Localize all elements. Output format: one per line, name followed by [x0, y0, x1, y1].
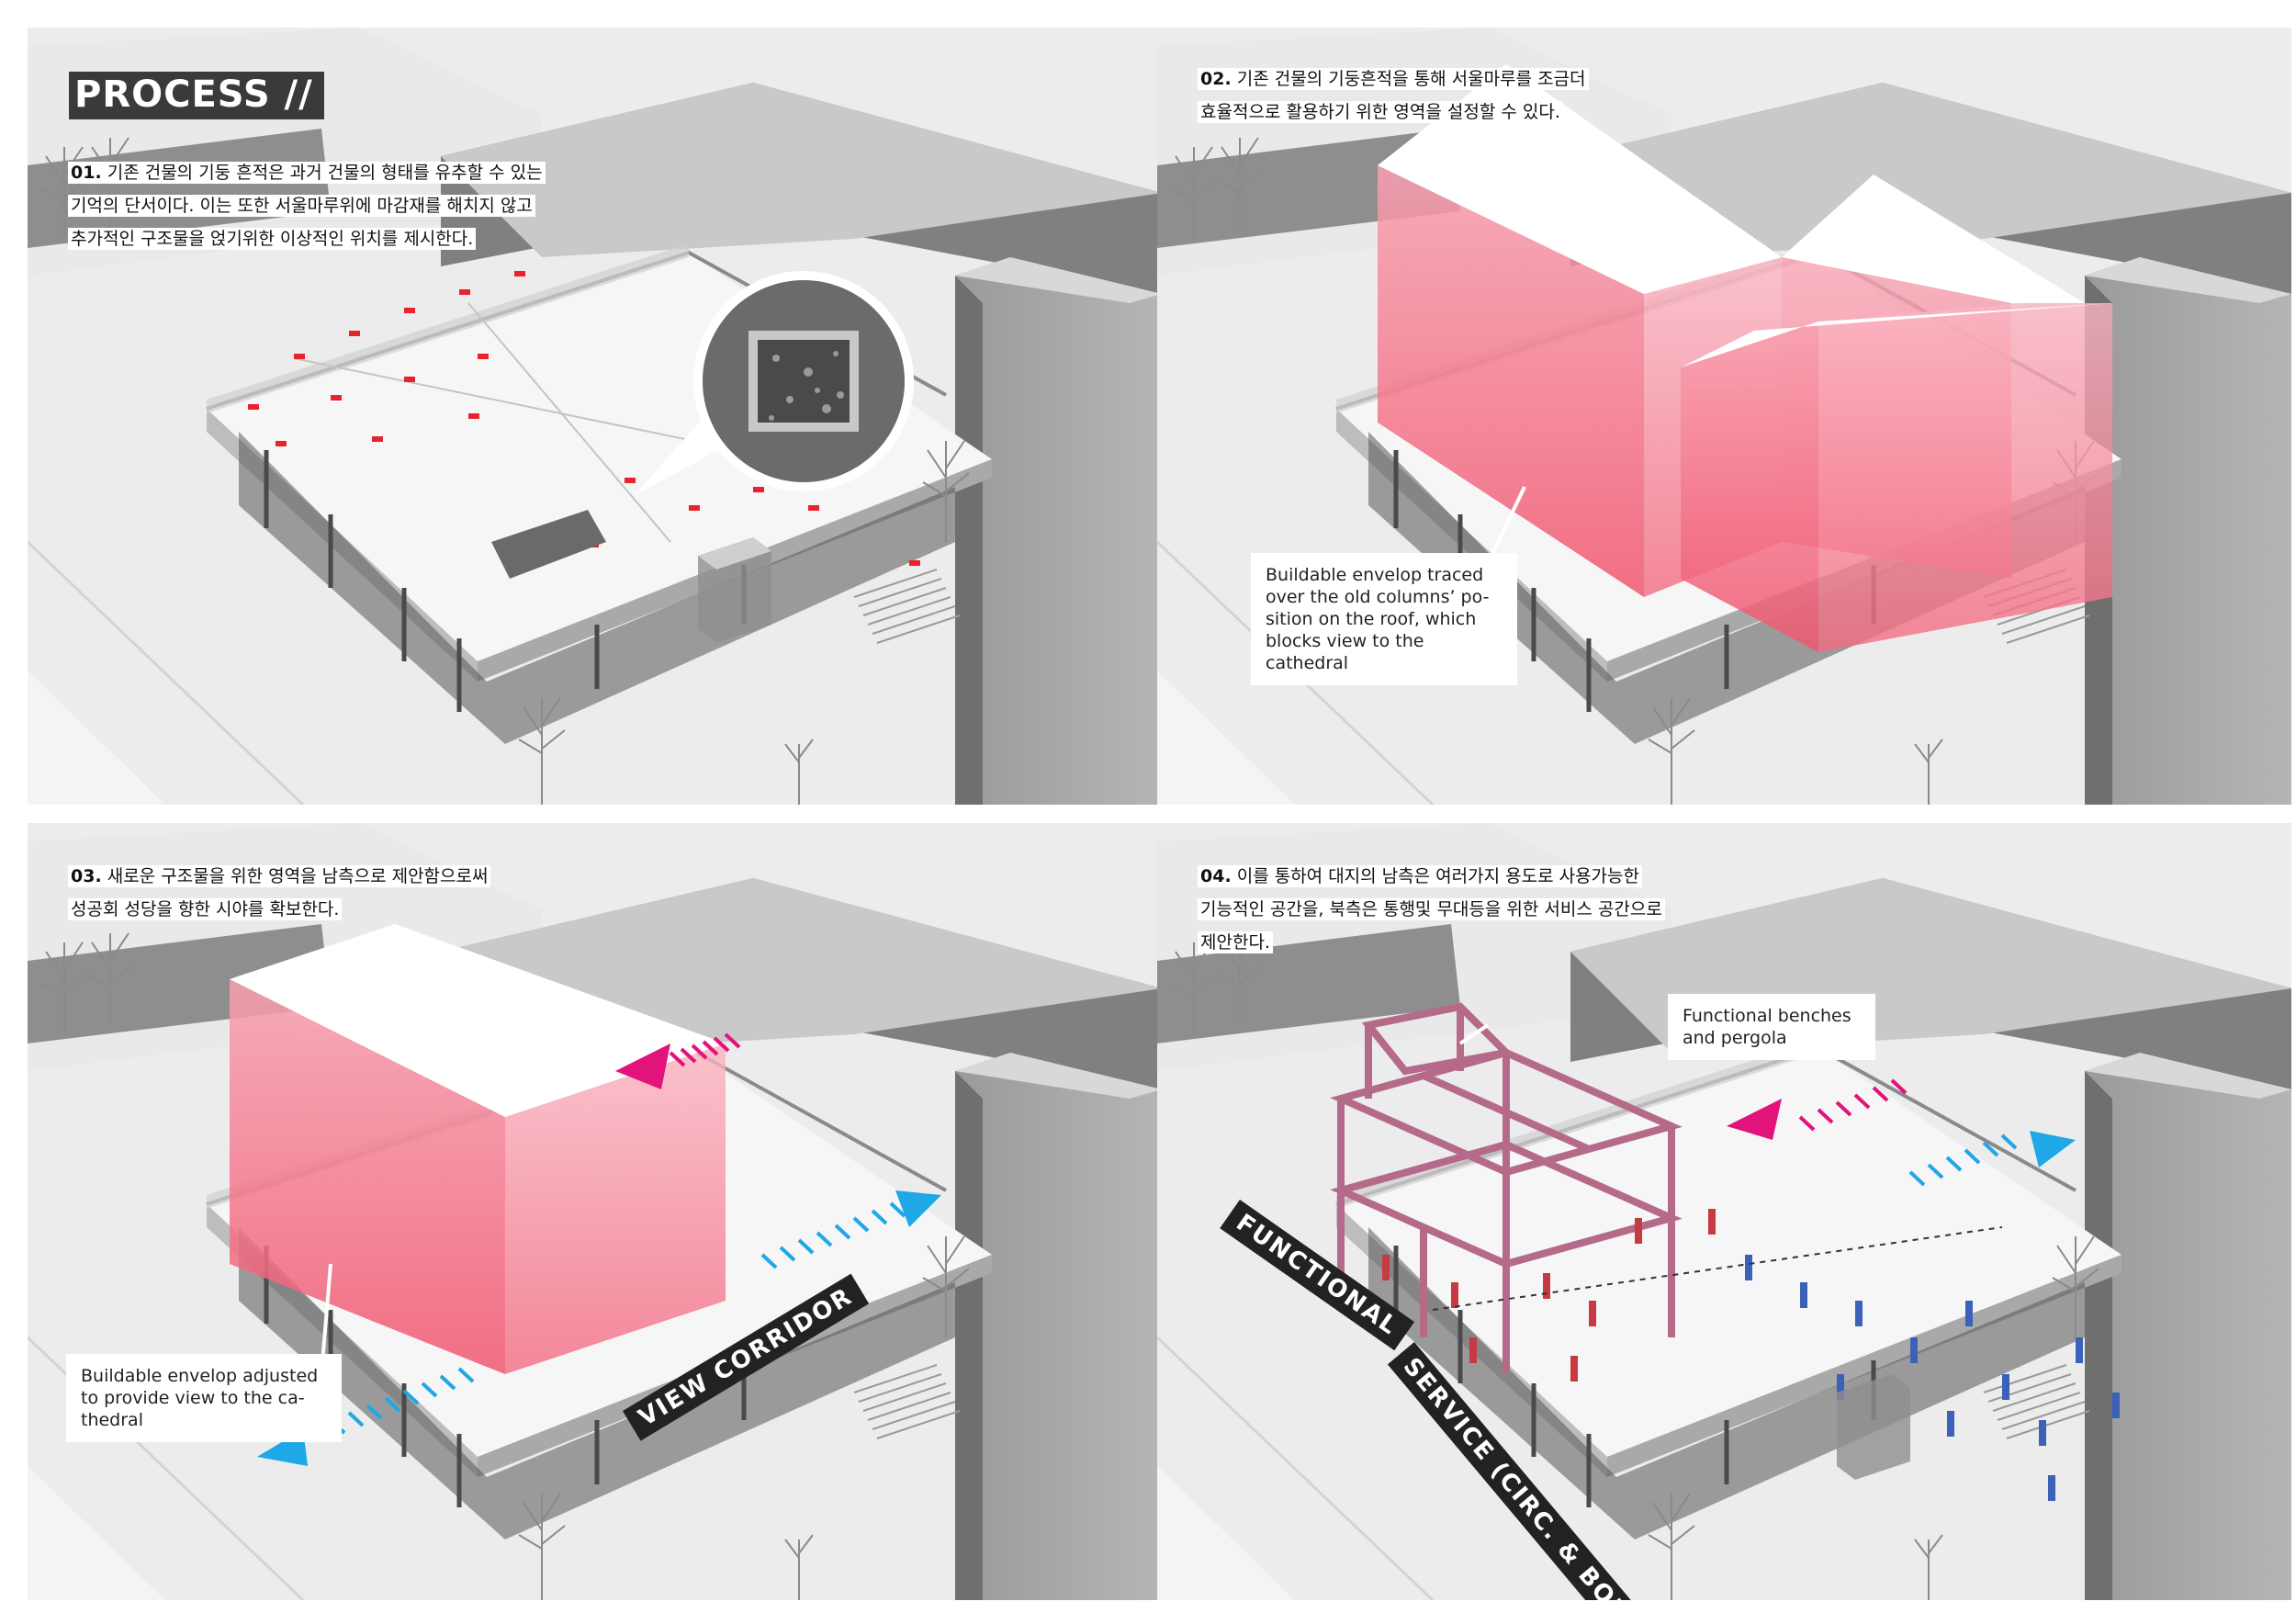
arrow-blue — [1908, 1131, 2076, 1187]
people-functional — [1382, 1209, 1716, 1382]
step-04-description: 04. 이를 통하여 대지의 남측은 여러가지 용도로 사용가능한 기능적인 공… — [1198, 860, 1665, 959]
panel-step-03: 03. 새로운 구조물을 위한 영역을 남측으로 제안함으로써 성공회 성당을 … — [28, 823, 1162, 1600]
panel-step-01: PROCESS // 01. 기존 건물의 기둥 흔적은 과거 건물의 형태를 … — [28, 28, 1162, 805]
people-service — [1745, 1255, 2120, 1501]
site-diagram-03 — [28, 823, 1162, 1600]
callout-envelope-traced: Buildable envelop traced over the old co… — [1251, 553, 1517, 685]
column-markers — [248, 271, 920, 566]
view-arrow-magenta — [615, 1032, 741, 1089]
site-diagram-02 — [1157, 28, 2291, 805]
callout-pergola: Functional benches and pergola — [1668, 994, 1875, 1060]
step-number: 01. — [71, 163, 102, 183]
step-number: 04. — [1200, 866, 1232, 886]
adjusted-envelope — [230, 924, 726, 1374]
callout-envelope-adjusted: Buildable envelop adjusted to provide vi… — [66, 1354, 342, 1442]
step-03-description: 03. 새로운 구조물을 위한 영역을 남측으로 제안함으로써 성공회 성당을 … — [68, 860, 491, 926]
buildable-envelope — [1378, 64, 2112, 652]
pergola — [1330, 1002, 1683, 1374]
arrow-magenta — [1727, 1078, 1908, 1140]
site-diagram-04 — [1157, 823, 2291, 1600]
step-02-description: 02. 기존 건물의 기둥흔적을 통해 서울마루를 조금더 효율적으로 활용하기… — [1198, 62, 1589, 129]
step-number: 03. — [71, 866, 102, 886]
step-01-description: 01. 기존 건물의 기둥 흔적은 과거 건물의 형태를 유추할 수 있는 기억… — [68, 156, 546, 255]
page-title: PROCESS // — [69, 72, 324, 119]
step-number: 02. — [1200, 69, 1232, 89]
panel-step-04: 04. 이를 통하여 대지의 남측은 여러가지 용도로 사용가능한 기능적인 공… — [1157, 823, 2291, 1600]
site-diagram-01 — [28, 28, 1162, 805]
panel-step-02: 02. 기존 건물의 기둥흔적을 통해 서울마루를 조금더 효율적으로 활용하기… — [1157, 28, 2291, 805]
